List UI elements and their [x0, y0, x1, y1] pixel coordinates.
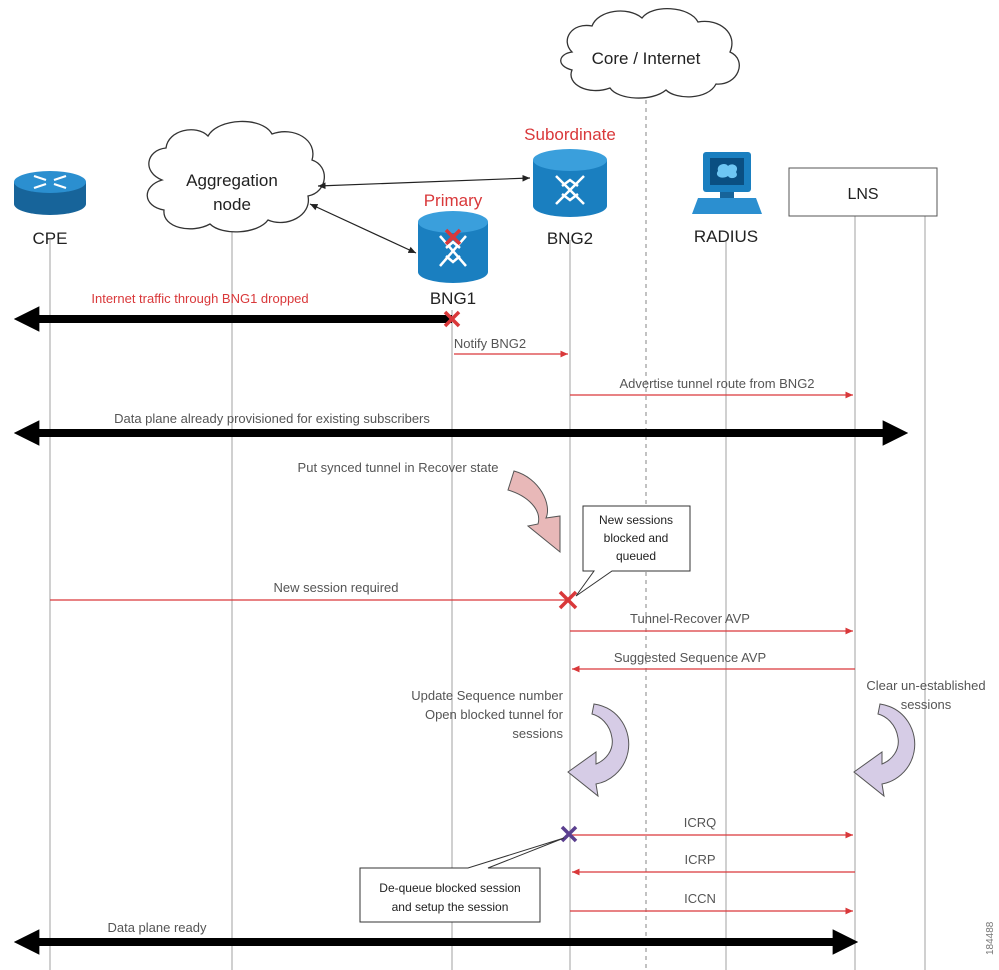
core-cloud: Core / Internet	[560, 7, 740, 99]
icrp-label: ICRP	[684, 852, 715, 867]
recover-state-label: Put synced tunnel in Recover state	[298, 460, 499, 475]
advertise-route-label: Advertise tunnel route from BNG2	[619, 376, 814, 391]
core-label: Core / Internet	[592, 49, 701, 68]
lns-label: LNS	[847, 186, 878, 203]
bng2-router-icon	[533, 149, 607, 217]
lns-box	[788, 167, 938, 217]
figure-id: 184488	[985, 921, 996, 955]
dequeue-note-1: De-queue blocked session	[379, 881, 520, 895]
cpe-label: CPE	[33, 229, 68, 248]
subordinate-label: Subordinate	[524, 125, 616, 144]
data-plane-ready-label: Data plane ready	[107, 920, 207, 935]
icrq-label: ICRQ	[684, 815, 717, 830]
aggregation-cloud: Aggregation node	[146, 120, 325, 233]
link-aggregation-bng1	[309, 203, 417, 254]
link-aggregation-bng2	[317, 174, 531, 190]
drop-x-icon	[443, 310, 461, 328]
update-note-3: sessions	[512, 726, 563, 741]
update-note-2: Open blocked tunnel for	[425, 707, 564, 722]
radius-computer-icon	[692, 152, 762, 214]
bng1-router-icon	[418, 211, 488, 283]
aggregation-label-1: Aggregation	[186, 171, 278, 190]
blocked-note-2: blocked and	[604, 531, 669, 545]
dequeue-note-2: and setup the session	[392, 900, 509, 914]
bng1-failure-x-icon	[444, 228, 462, 246]
suggested-sequence-avp-label: Suggested Sequence AVP	[614, 650, 766, 665]
traffic-dropped-label: Internet traffic through BNG1 dropped	[91, 291, 308, 306]
update-note-1: Update Sequence number	[411, 688, 563, 703]
new-session-label: New session required	[273, 580, 398, 595]
blocked-note-3: queued	[616, 549, 656, 563]
radius-label: RADIUS	[694, 227, 758, 246]
clear-note-2: sessions	[901, 697, 952, 712]
update-sequence-arrow-icon	[567, 703, 630, 798]
blocked-sessions-callout: New sessions blocked and queued	[575, 505, 691, 597]
blocked-x-icon	[558, 590, 578, 610]
cpe-router-icon	[14, 171, 86, 215]
iccn-label: ICCN	[684, 891, 716, 906]
bng1-label: BNG1	[430, 289, 476, 308]
tunnel-recover-avp-label: Tunnel-Recover AVP	[630, 611, 750, 626]
clear-sessions-arrow-icon	[853, 703, 916, 798]
bng2-label: BNG2	[547, 229, 593, 248]
clear-note-1: Clear un-established	[866, 678, 985, 693]
aggregation-label-2: node	[213, 195, 251, 214]
lifelines	[49, 92, 926, 970]
dequeue-callout: De-queue blocked session and setup the s…	[359, 837, 565, 923]
primary-label: Primary	[424, 191, 483, 210]
notify-bng2-label: Notify BNG2	[454, 336, 526, 351]
dequeue-x-icon	[560, 825, 578, 843]
recover-state-arrow-icon	[507, 470, 561, 554]
blocked-note-1: New sessions	[599, 513, 673, 527]
data-plane-provisioned-label: Data plane already provisioned for exist…	[114, 411, 430, 426]
